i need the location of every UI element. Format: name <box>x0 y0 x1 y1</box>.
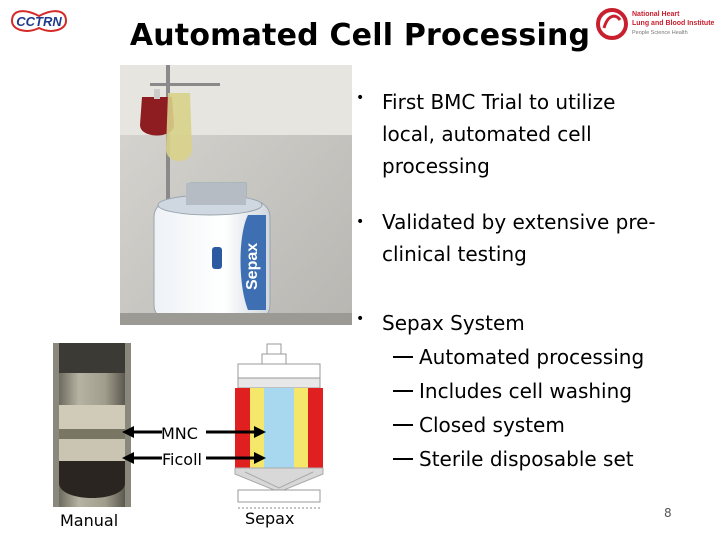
page-title: Automated Cell Processing <box>129 18 591 53</box>
manual-tube-photo <box>53 343 131 507</box>
svg-text:People Science Health: People Science Health <box>632 30 688 36</box>
sub-item: Automated processing <box>393 340 644 374</box>
label-ficoll: Ficoll <box>162 450 202 469</box>
bullet-2-line: Validated by extensive pre- <box>382 210 656 234</box>
dash-icon <box>393 457 413 460</box>
sub-item-label: Includes cell washing <box>419 379 632 403</box>
sepax-device-photo: Sepax <box>120 65 352 325</box>
bullet-2: Validated by extensive pre- clinical tes… <box>382 206 656 270</box>
sub-item-label: Closed system <box>419 413 565 437</box>
layer-arrows <box>120 420 270 470</box>
sub-item: Sterile disposable set <box>393 442 634 476</box>
svg-text:CCTRN: CCTRN <box>16 14 62 29</box>
svg-text:National Heart: National Heart <box>632 11 680 18</box>
bullet-dot: • <box>356 311 365 327</box>
sub-item: Includes cell washing <box>393 374 632 408</box>
bullet-dot: • <box>356 214 365 230</box>
bullet-3-line: Sepax System <box>382 311 525 335</box>
sepax-cartridge-diagram <box>230 342 330 510</box>
sub-item-label: Automated processing <box>419 345 645 369</box>
nhlbi-logo: National Heart Lung and Blood Institute … <box>594 4 715 44</box>
dash-icon <box>393 423 413 426</box>
caption-sepax: Sepax <box>245 509 295 528</box>
bullet-1-line: First BMC Trial to utilize <box>382 90 616 114</box>
label-mnc: MNC <box>161 424 198 443</box>
svg-text:Lung and Blood Institute: Lung and Blood Institute <box>632 20 714 27</box>
dash-icon <box>393 355 413 358</box>
slide-number: 8 <box>664 506 672 520</box>
bullet-1-line: local, automated cell <box>382 122 592 146</box>
bullet-2-line: clinical testing <box>382 242 527 266</box>
bullet-1: First BMC Trial to utilize local, automa… <box>382 86 615 182</box>
sub-item: Closed system <box>393 408 565 442</box>
bullet-dot: • <box>356 90 365 106</box>
caption-manual: Manual <box>60 511 119 530</box>
cctrn-logo: CCTRN <box>6 6 72 36</box>
bullet-1-line: processing <box>382 154 490 178</box>
sub-item-label: Sterile disposable set <box>419 447 634 471</box>
dash-icon <box>393 389 413 392</box>
bullet-3: Sepax System <box>382 307 525 339</box>
svg-text:Sepax: Sepax <box>244 243 261 290</box>
